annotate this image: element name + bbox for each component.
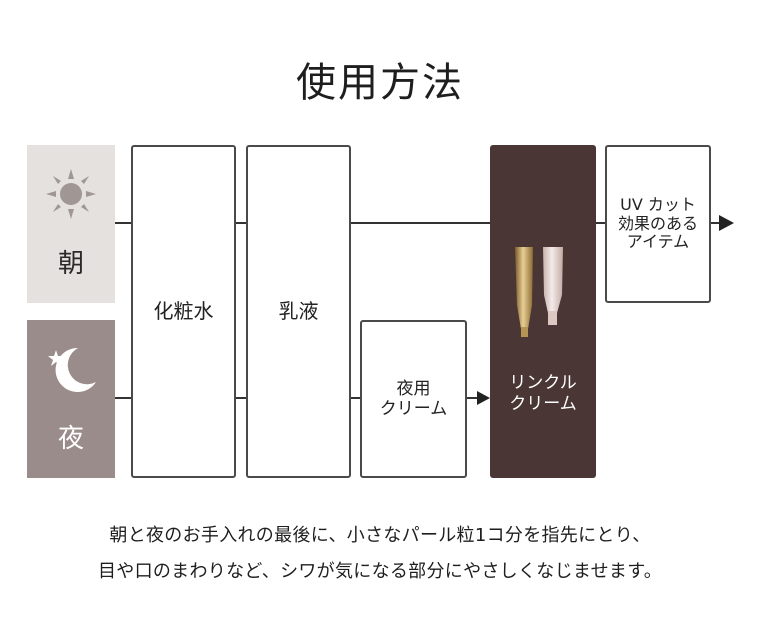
night-label: 夜 (57, 424, 84, 454)
moon-star-icon (48, 347, 96, 392)
arrow-out (719, 215, 734, 231)
step-toner-label: 化粧水 (153, 298, 214, 323)
arrow-to-wrinkle-cream (477, 391, 490, 405)
step-emulsion-label: 乳液 (278, 298, 319, 323)
step-night-cream: 夜用 クリーム (360, 320, 467, 478)
caption-line-1: 朝と夜のお手入れの最後に、小さなパール粒1コ分を指先にとり、 (109, 525, 651, 546)
page-title: 使用方法 (296, 60, 464, 106)
step-night-cream-label: 夜用 クリーム (379, 378, 448, 419)
step-wrinkle-cream: リンクル クリーム (490, 145, 596, 478)
step-toner: 化粧水 (131, 145, 236, 478)
sun-icon (46, 169, 96, 219)
caption-line-2: 目や口のまわりなど、シワが気になる部分にやさしくなじませます。 (97, 561, 663, 582)
step-uv-item-label: UV カット 効果のある アイテム (617, 194, 698, 252)
product-tubes-image (515, 247, 563, 337)
step-uv-item: UV カット 効果のある アイテム (605, 145, 711, 303)
morning-label: 朝 (57, 249, 84, 279)
morning-panel: 朝 (27, 145, 115, 303)
step-wrinkle-cream-label: リンクル クリーム (509, 373, 577, 414)
night-panel: 夜 (27, 320, 115, 478)
step-emulsion: 乳液 (246, 145, 351, 478)
